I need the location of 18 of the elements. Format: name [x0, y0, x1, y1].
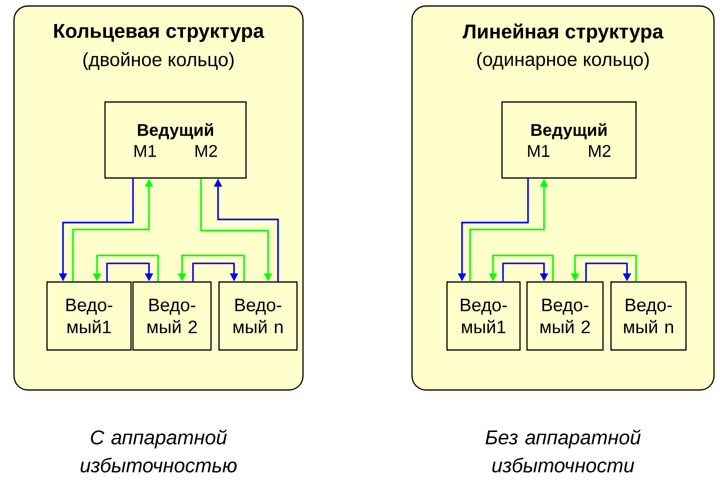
panel-title: Линейная структура — [462, 23, 664, 43]
slave-box: Ведо-мый n — [218, 281, 298, 351]
caption: Без аппаратной избыточности — [486, 430, 641, 472]
slave-box: Ведо-мый1 — [46, 281, 132, 351]
arrow — [192, 262, 238, 282]
master-box: Ведущий M1 M2 — [501, 101, 637, 179]
arrow — [585, 262, 632, 282]
caption: С аппаратной избыточностью — [80, 430, 237, 472]
slave-box: Ведо-мый1 — [446, 281, 521, 351]
panel-subtitle: (двойное кольцо) — [83, 52, 234, 70]
master-box: Ведущий M1 M2 — [104, 101, 247, 179]
panel-subtitle: (одинарное кольцо) — [477, 52, 649, 70]
slave-box: Ведо-мый n — [610, 281, 687, 351]
arrow — [502, 262, 548, 282]
slave-box: Ведо-мый 2 — [132, 281, 212, 351]
arrow — [106, 262, 154, 282]
panel-title: Кольцевая структура — [54, 24, 264, 42]
slave-box: Ведо-мый 2 — [526, 281, 604, 351]
